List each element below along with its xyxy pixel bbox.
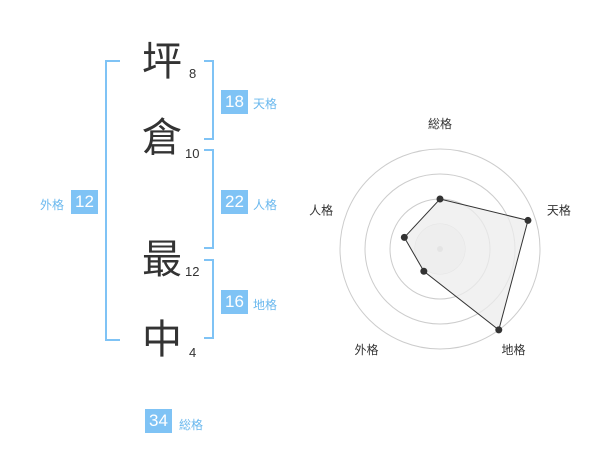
- radar-point-3: [495, 326, 503, 334]
- radar-ring-4: [339, 148, 541, 350]
- radar-point-5: [400, 233, 408, 241]
- stroke-count-2: 10: [185, 146, 200, 161]
- name-char-4: 中: [142, 317, 182, 363]
- stroke-count-4: 4: [189, 345, 197, 360]
- tenkaku-value: 18: [221, 90, 248, 114]
- radar-axis-label-1: 総格: [428, 116, 452, 131]
- jinkaku-label: 人格: [253, 198, 278, 212]
- radar-axis-label-4: 外格: [355, 342, 379, 357]
- soukaku-value: 34: [145, 409, 172, 433]
- jinkaku-value: 22: [221, 190, 248, 214]
- stroke-count-1: 8: [189, 66, 197, 81]
- chikaku-label: 地格: [253, 298, 278, 312]
- radar-area: [403, 198, 529, 331]
- chikaku-value: 16: [221, 290, 248, 314]
- radar-axis-label-3: 地格: [501, 342, 525, 357]
- radar-axis-label-5: 人格: [309, 202, 333, 217]
- stroke-count-3: 12: [185, 264, 200, 279]
- radar-point-4: [420, 267, 428, 275]
- soukaku-label: 総格: [179, 418, 204, 432]
- name-char-2: 倉: [142, 115, 182, 161]
- name-char-1: 坪: [142, 39, 182, 85]
- tenkaku-label: 天格: [253, 97, 278, 111]
- gaikaku-label: 外格: [40, 198, 65, 212]
- radar-point-2: [524, 216, 532, 224]
- gaikaku-value: 12: [71, 190, 98, 214]
- radar-point-1: [436, 195, 444, 203]
- radar-axis-label-2: 天格: [547, 202, 571, 217]
- name-char-3: 最: [142, 237, 182, 283]
